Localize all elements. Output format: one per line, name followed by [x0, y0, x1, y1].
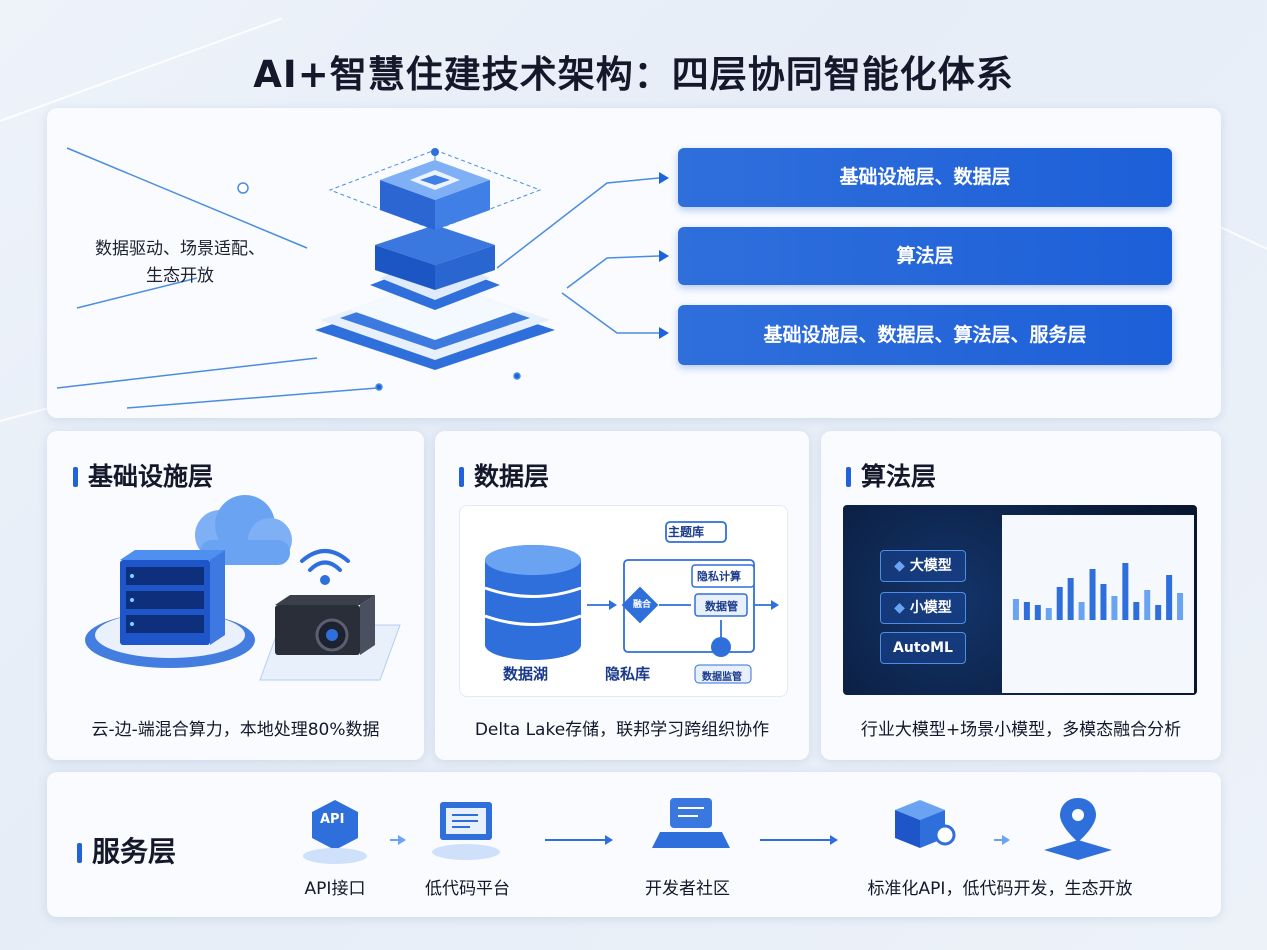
algorithm-caption: 行业大模型+场景小模型，多模态融合分析	[860, 720, 1182, 740]
dashboard-bar	[1034, 605, 1041, 620]
service-heading-text: 服务层	[92, 835, 177, 868]
data-lake-label: 数据湖	[503, 665, 549, 683]
community-icon	[652, 798, 730, 848]
hybrid-compute-illustration	[85, 495, 401, 681]
infrastructure-heading: 基础设施层	[73, 457, 213, 493]
heading-marker	[459, 467, 464, 487]
heading-marker	[846, 467, 851, 487]
privacy-db-label: 隐私库	[605, 665, 651, 683]
heart-node-icon	[711, 637, 731, 657]
dashboard-bar	[1023, 602, 1030, 620]
overview-principles-line2: 生态开放	[146, 266, 214, 286]
automl-label: AutoML	[893, 640, 953, 656]
infrastructure-caption: 云-边-端混合算力，本地处理80%数据	[91, 720, 380, 740]
service-item-api: API接口	[304, 879, 366, 899]
api-icon-text: API	[320, 812, 345, 827]
api-icon	[303, 800, 367, 864]
dashboard-bar	[1122, 563, 1129, 620]
model-metrics-chart	[1012, 563, 1184, 620]
large-model-label: 大模型	[909, 558, 952, 574]
topic-db-label: 主题库	[668, 525, 705, 539]
location-pin-icon	[1044, 798, 1112, 860]
data-layer-heading-text: 数据层	[474, 462, 550, 491]
dashboard-bar	[1045, 608, 1052, 620]
server-icon	[120, 550, 225, 645]
overview-principles-line1: 数据驱动、场景适配、	[95, 239, 265, 259]
dashboard-bar	[1133, 602, 1140, 620]
infrastructure-heading-text: 基础设施层	[88, 462, 214, 491]
bar-infra-data: 基础设施层、数据层	[678, 148, 1172, 207]
small-model-label: 小模型	[909, 600, 952, 616]
dashboard-bar	[1144, 590, 1151, 620]
dashboard-bar	[1056, 587, 1063, 620]
service-summary: 标准化API，低代码开发，生态开放	[867, 879, 1133, 899]
model-icon: ◆	[894, 600, 910, 616]
service-heading: 服务层	[77, 830, 176, 870]
dashboard-right-pane	[1002, 515, 1194, 693]
algorithm-heading: 算法层	[846, 457, 936, 493]
overview-principles: 数据驱动、场景适配、 生态开放	[80, 236, 280, 290]
dashboard-bar	[1089, 569, 1096, 620]
heading-marker	[73, 467, 78, 487]
algorithm-heading-text: 算法层	[861, 462, 937, 491]
service-flow-icons	[303, 798, 1112, 864]
dashboard-bar	[1067, 578, 1074, 620]
service-item-lowcode: 低代码平台	[425, 879, 510, 899]
bar-algorithm: 算法层	[678, 227, 1172, 285]
model-icon: ◆	[894, 558, 910, 574]
layer-stack-illustration	[315, 148, 555, 370]
dashboard-bar	[1100, 584, 1107, 620]
edge-device-icon	[275, 595, 375, 655]
data-supervision-tag: 数据监管	[702, 672, 742, 683]
bar-all-layers: 基础设施层、数据层、算法层、服务层	[678, 305, 1172, 365]
service-panel: 服务层	[47, 772, 1221, 917]
data-manage-label: 数据管	[705, 600, 738, 613]
monitor-icon	[432, 802, 500, 860]
dashboard-bar	[1177, 593, 1184, 620]
small-model-button[interactable]: ◆ 小模型	[880, 592, 966, 624]
data-flow-shapes	[484, 521, 779, 684]
overview-lines	[56, 147, 669, 409]
large-model-button[interactable]: ◆ 大模型	[880, 550, 966, 582]
dashboard-bar	[1155, 605, 1162, 620]
dashboard-bar	[1012, 599, 1019, 620]
dashboard-bar	[1111, 596, 1118, 620]
wifi-icon	[300, 549, 350, 585]
heading-marker	[77, 843, 82, 863]
dashboard-bar	[1078, 602, 1085, 620]
page-title: AI+智慧住建技术架构：四层协同智能化体系	[253, 53, 1014, 96]
privacy-compute-label: 隐私计算	[697, 570, 741, 583]
dashboard-bar	[1166, 575, 1173, 620]
data-layer-caption: Delta Lake存储，联邦学习跨组织协作	[474, 720, 770, 740]
automl-button[interactable]: AutoML	[880, 632, 966, 664]
database-icon	[484, 545, 582, 660]
fusion-node-label: 融合	[633, 600, 652, 610]
data-layer-heading: 数据层	[459, 457, 549, 493]
fusion-node-icon	[621, 586, 659, 624]
cube-icon	[895, 800, 956, 848]
service-item-community: 开发者社区	[645, 879, 730, 899]
